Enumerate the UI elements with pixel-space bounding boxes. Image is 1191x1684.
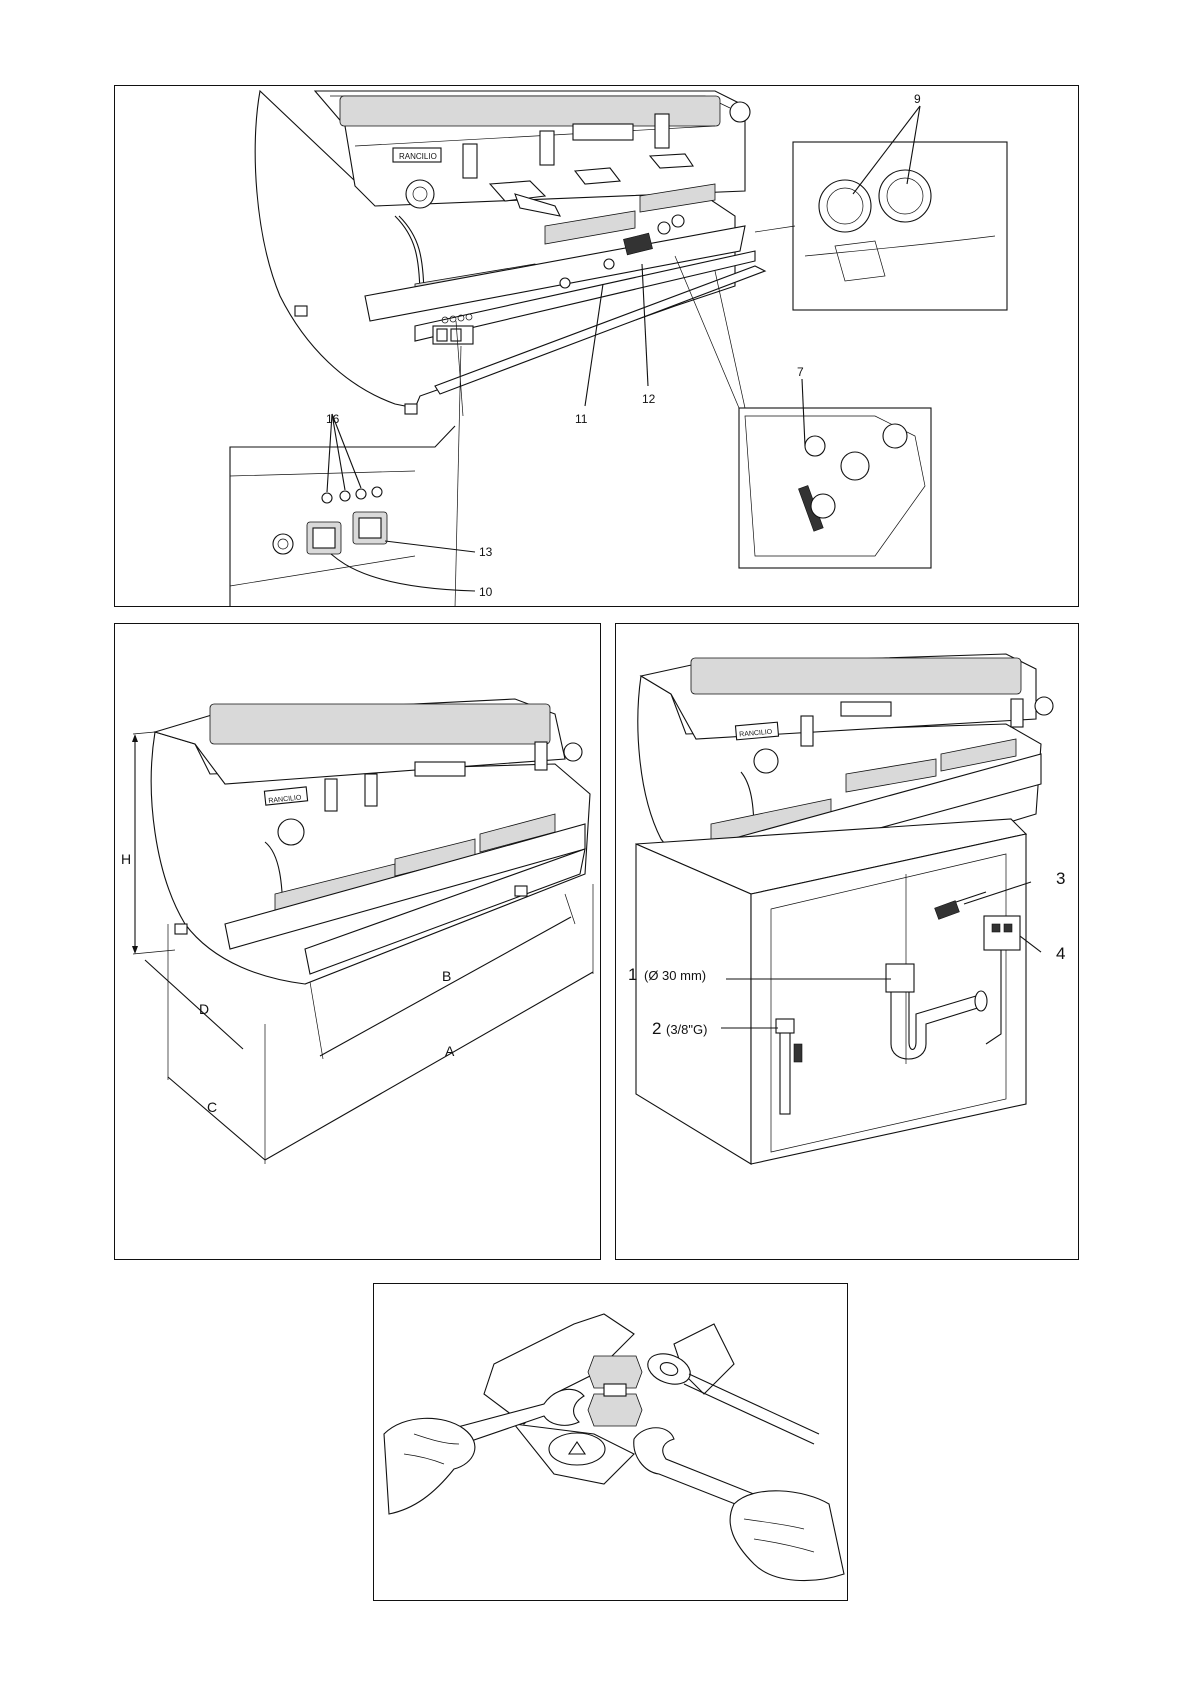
figure-machine-overview: RANCILIO [114, 85, 1079, 607]
inset-valve-detail [739, 408, 931, 568]
callout-16: 16 [326, 412, 340, 426]
callout-1-number: 1 [628, 965, 637, 984]
dimension-H: H [121, 851, 131, 867]
figure-dimensions: RANCILIO H D B A C [114, 623, 601, 1260]
dimension-D: D [199, 1001, 209, 1017]
drain-fitting [886, 964, 914, 992]
figure-wrench-tightening [373, 1283, 848, 1601]
machine-overview-drawing: RANCILIO [115, 86, 1079, 607]
steam-knob-left [406, 180, 434, 208]
dimension-B: B [442, 968, 451, 984]
dimensions-drawing: RANCILIO H D B A C [115, 624, 601, 1260]
dimension-C: C [207, 1099, 217, 1115]
display-window [573, 124, 633, 140]
inset-pressure-gauges [793, 142, 1007, 310]
counter-cabinet [636, 819, 1026, 1164]
callout-1-spec: (Ø 30 mm) [644, 968, 706, 983]
callout-2-number: 2 [652, 1019, 661, 1038]
espresso-machine-illustration: RANCILIO [151, 699, 590, 984]
brand-logo: RANCILIO [399, 152, 437, 161]
dimension-A: A [445, 1043, 455, 1059]
steam-knob-right [730, 102, 750, 122]
installation-drawing: RANCILIO [616, 624, 1079, 1260]
callout-13: 13 [479, 545, 493, 559]
callout-7: 7 [797, 365, 804, 379]
hand-left [384, 1418, 475, 1514]
figure-installation: RANCILIO [615, 623, 1079, 1260]
callout-12: 12 [642, 392, 656, 406]
espresso-machine-illustration: RANCILIO [255, 91, 765, 414]
callout-4: 4 [1056, 944, 1065, 963]
callout-9: 9 [914, 92, 921, 106]
pipe-fitting [588, 1356, 642, 1426]
callout-10: 10 [479, 585, 493, 599]
valve-symbol [549, 1433, 605, 1465]
callout-11: 11 [575, 412, 588, 426]
wrench-drawing [374, 1284, 848, 1601]
inset-switch-detail [230, 426, 455, 607]
hand-right [730, 1491, 844, 1581]
callout-2-spec: (3/8"G) [666, 1022, 707, 1037]
callout-3: 3 [1056, 869, 1065, 888]
